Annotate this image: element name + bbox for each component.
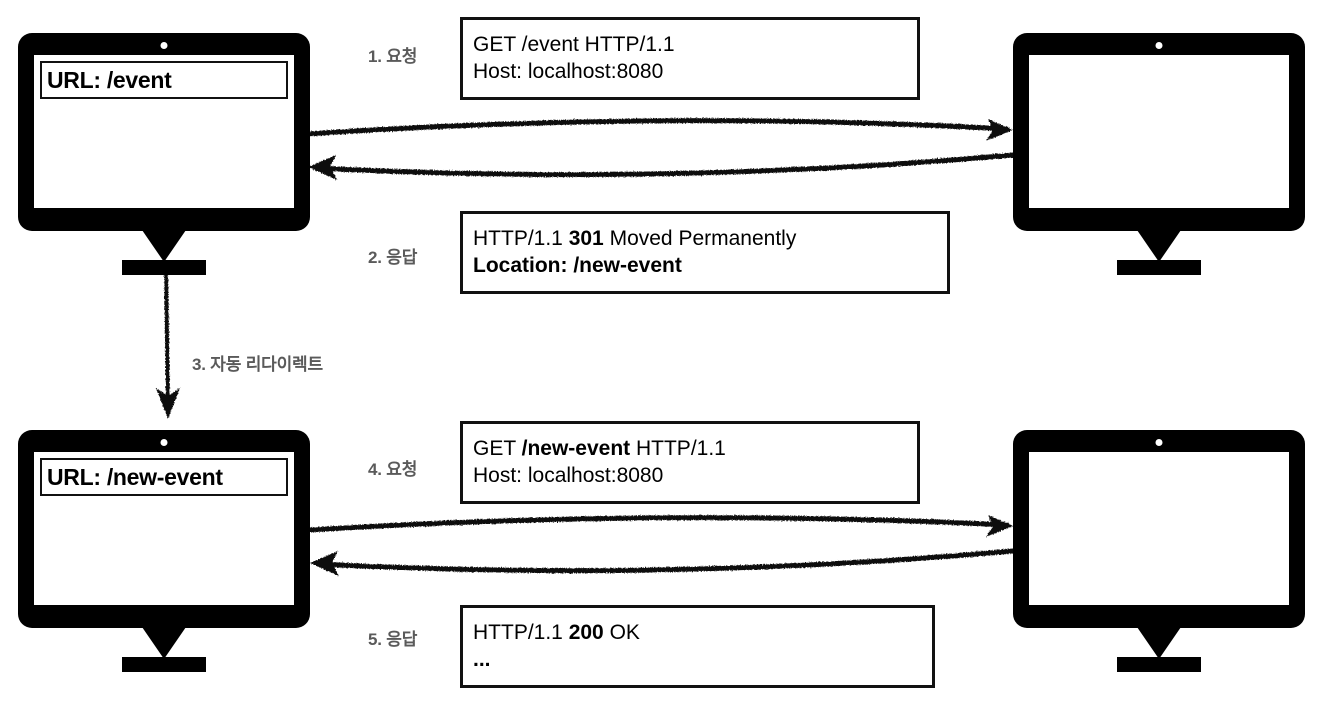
step-label-3: 3. 자동 리다이렉트	[192, 355, 323, 374]
monitor-stand-neck	[142, 627, 186, 659]
monitor-stand-foot	[1117, 260, 1201, 275]
step-label-4: 4. 요청	[368, 460, 418, 479]
step-label-2: 2. 응답	[368, 248, 418, 267]
message-text: GET	[473, 436, 522, 460]
monitor-screen	[1029, 452, 1289, 605]
message-text: Host: localhost:8080	[473, 464, 664, 487]
message-line: Location: /new-event	[473, 252, 937, 279]
message-text: HTTP/1.1	[630, 436, 726, 460]
arrow-request-bottom	[307, 515, 1013, 537]
arrow-request-top	[305, 118, 1013, 141]
monitor-stand-neck	[1137, 230, 1181, 262]
step-label-1: 1. 요청	[368, 47, 418, 66]
step-label-5: 5. 응답	[368, 630, 418, 649]
arrow-response-top	[308, 152, 1016, 180]
message-line: Host: localhost:8080	[473, 58, 907, 85]
camera-dot-icon	[160, 439, 168, 446]
url-bar-text: URL: /event	[47, 66, 172, 93]
message-line: ...	[473, 646, 922, 673]
message-line: GET /new-event HTTP/1.1	[473, 435, 907, 462]
message-line: GET /event HTTP/1.1	[473, 31, 907, 58]
arrow-response-bottom	[310, 548, 1016, 576]
message-text: Moved Permanently	[603, 226, 797, 250]
message-text-emphasis: ...	[473, 648, 491, 671]
message-line: HTTP/1.1 200 OK	[473, 619, 922, 646]
monitor-stand-foot	[1117, 657, 1201, 672]
monitor-stand-foot	[122, 260, 206, 275]
message-text: HTTP/1.1	[473, 620, 569, 644]
arrow-redirect	[156, 266, 180, 419]
message-text-emphasis: 301	[568, 226, 604, 250]
url-bar[interactable]: URL: /new-event	[40, 458, 288, 496]
monitor-stand-neck	[1137, 627, 1181, 659]
monitor-screen	[1029, 55, 1289, 208]
message-text: GET /event HTTP/1.1	[473, 32, 675, 56]
url-bar[interactable]: URL: /event	[40, 61, 288, 99]
message-text: Host: localhost:8080	[473, 60, 664, 83]
message-text: HTTP/1.1	[473, 226, 569, 250]
message-text-emphasis: 200	[568, 620, 604, 644]
monitor-stand-neck	[142, 230, 186, 262]
message-text: OK	[603, 620, 640, 644]
url-bar-text: URL: /new-event	[47, 463, 223, 490]
message-box-response-2: HTTP/1.1 200 OK...	[460, 605, 935, 688]
camera-dot-icon	[1155, 439, 1163, 446]
message-line: HTTP/1.1 301 Moved Permanently	[473, 225, 937, 252]
camera-dot-icon	[160, 42, 168, 49]
monitor-screen: URL: /event	[34, 55, 294, 208]
message-text-emphasis: Location: /new-event	[473, 254, 682, 277]
monitor-stand-foot	[122, 657, 206, 672]
message-text-emphasis: /new-event	[521, 436, 631, 460]
message-line: Host: localhost:8080	[473, 462, 907, 489]
monitor-screen: URL: /new-event	[34, 452, 294, 605]
camera-dot-icon	[1155, 42, 1163, 49]
